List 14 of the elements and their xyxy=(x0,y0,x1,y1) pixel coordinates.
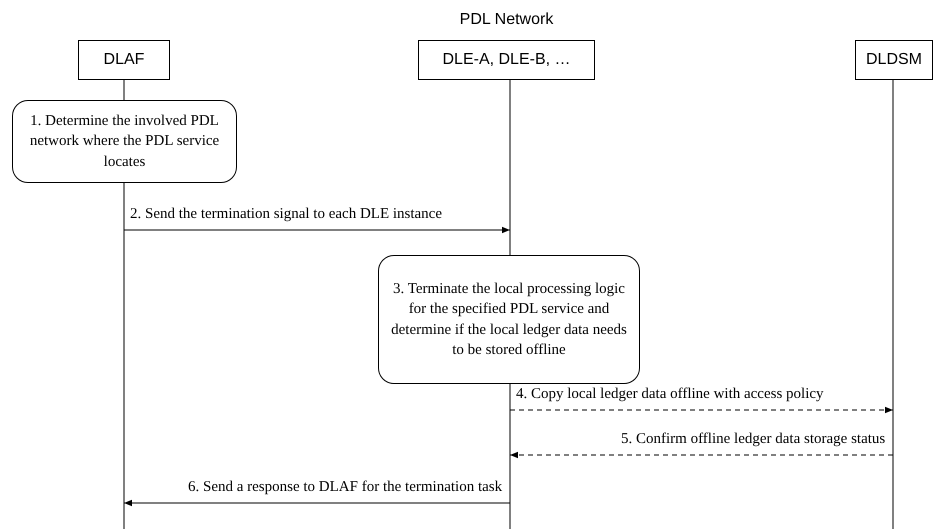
participant-name: DLE-A, DLE-B, … xyxy=(442,51,571,69)
participant-box: DLDSM xyxy=(855,40,933,80)
participant-box: DLAF xyxy=(78,40,170,80)
message-label: 4. Copy local ledger data offline with access policy xyxy=(514,386,826,403)
process-box: 1. Determine the involved PDL network where the PDL service locates xyxy=(12,100,237,183)
message-arrow xyxy=(510,452,894,458)
message-label: 6. Send a response to DLAF for the termination task xyxy=(186,479,504,496)
message-label: 2. Send the termination signal to each DLE instance xyxy=(128,206,444,223)
message-arrow xyxy=(510,406,894,414)
message-label: 5. Confirm offline ledger data storage status xyxy=(619,431,888,448)
group-heading: PDL Network xyxy=(458,11,554,29)
message-arrow xyxy=(124,500,510,506)
message-arrow xyxy=(124,226,510,234)
process-box: 3. Terminate the local processing logic for the specified PDL service and determine if the local ledger data needs to be stored offline xyxy=(378,255,640,384)
